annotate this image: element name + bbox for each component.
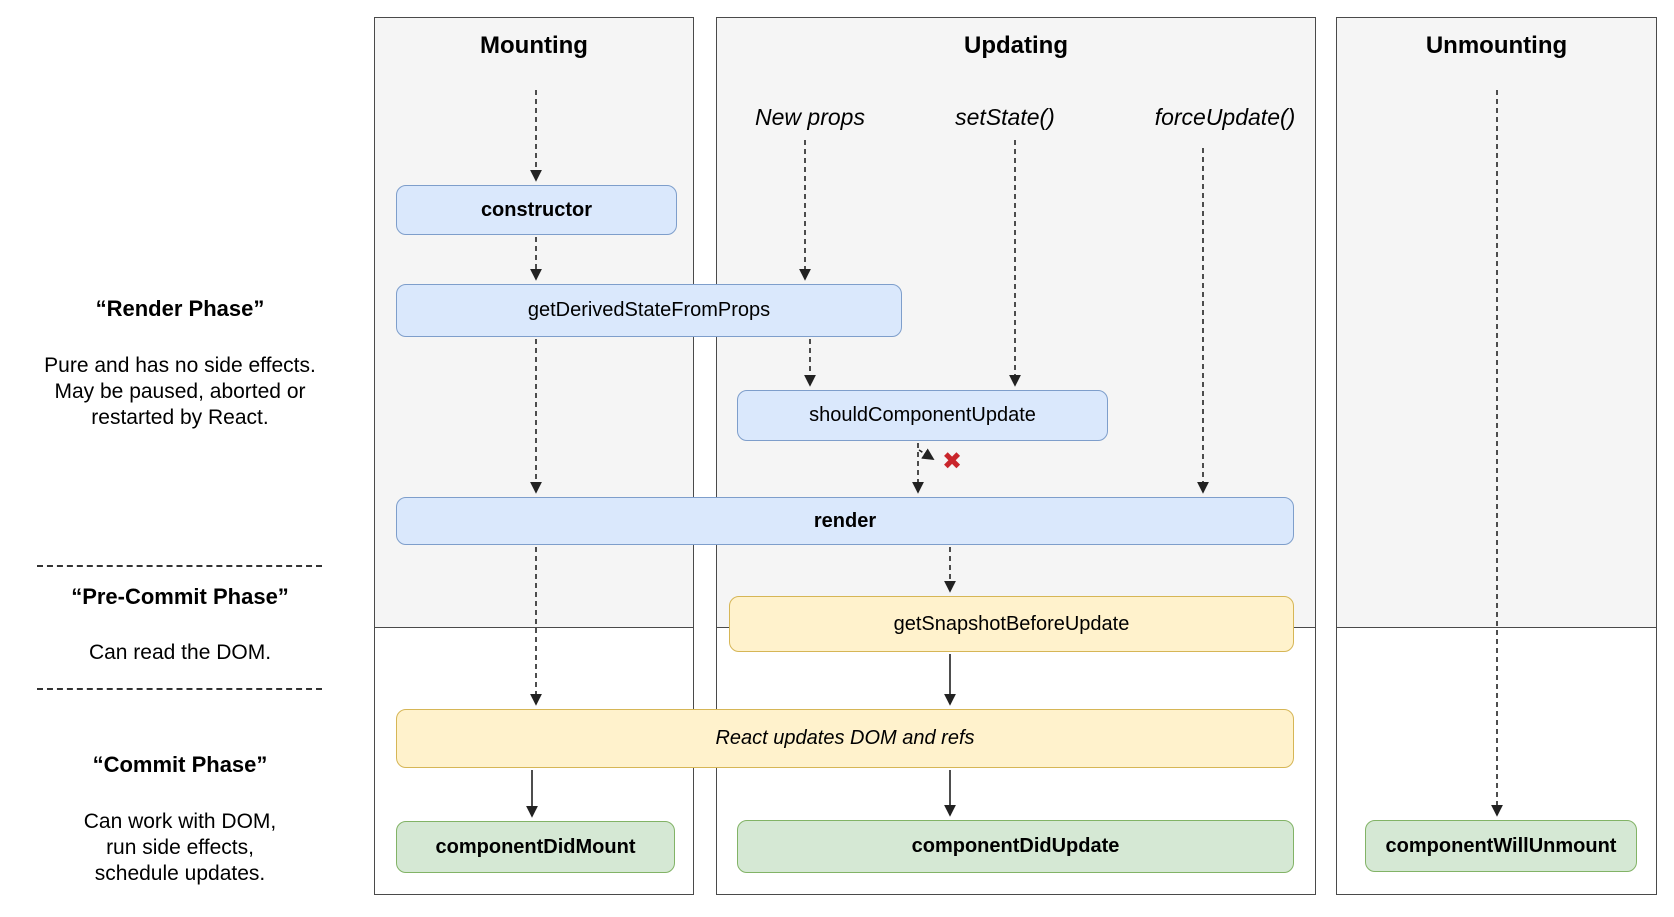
node-componentdidupdate: componentDidUpdate (737, 820, 1294, 873)
trigger-new-props: New props (755, 104, 865, 130)
commit-phase-note-line: run side effects, (106, 836, 254, 859)
render-phase-note-line: restarted by React. (91, 406, 269, 429)
node-componentwillunmount: componentWillUnmount (1365, 820, 1637, 872)
node-constructor: constructor (396, 185, 677, 235)
commit-phase-note-line: Can work with DOM, (83, 810, 277, 833)
column-title-unmounting: Unmounting (1425, 32, 1568, 59)
arrow-shouldcomponentupdate-blocked-branch (918, 448, 935, 460)
trigger-force-update: forceUpdate() (1154, 104, 1296, 130)
update-blocked-x-icon: ✖ (941, 448, 963, 475)
node-render: render (396, 497, 1294, 545)
node-componentdidmount: componentDidMount (396, 821, 675, 873)
node-getsnapshotbeforeupdate: getSnapshotBeforeUpdate (729, 596, 1294, 652)
render-phase-note-line: May be paused, aborted or (54, 380, 306, 403)
column-title-updating: Updating (964, 32, 1068, 59)
node-react-updates-dom-refs: React updates DOM and refs (396, 709, 1294, 768)
node-shouldcomponentupdate: shouldComponentUpdate (737, 390, 1108, 441)
pre-commit-phase-note-line: Can read the DOM. (88, 641, 272, 664)
node-getderivedstatefromprops: getDerivedStateFromProps (396, 284, 902, 337)
commit-phase-note-line: schedule updates. (94, 862, 266, 885)
column-title-mounting: Mounting (480, 32, 588, 59)
phase-divider (37, 688, 322, 690)
pre-commit-phase-heading: “Pre-Commit Phase” (71, 584, 289, 609)
render-phase-heading: “Render Phase” (95, 296, 265, 321)
commit-phase-heading: “Commit Phase” (92, 752, 268, 777)
phase-divider (37, 565, 322, 567)
render-phase-note-line: Pure and has no side effects. (44, 354, 316, 377)
trigger-set-state: setState() (955, 104, 1055, 130)
